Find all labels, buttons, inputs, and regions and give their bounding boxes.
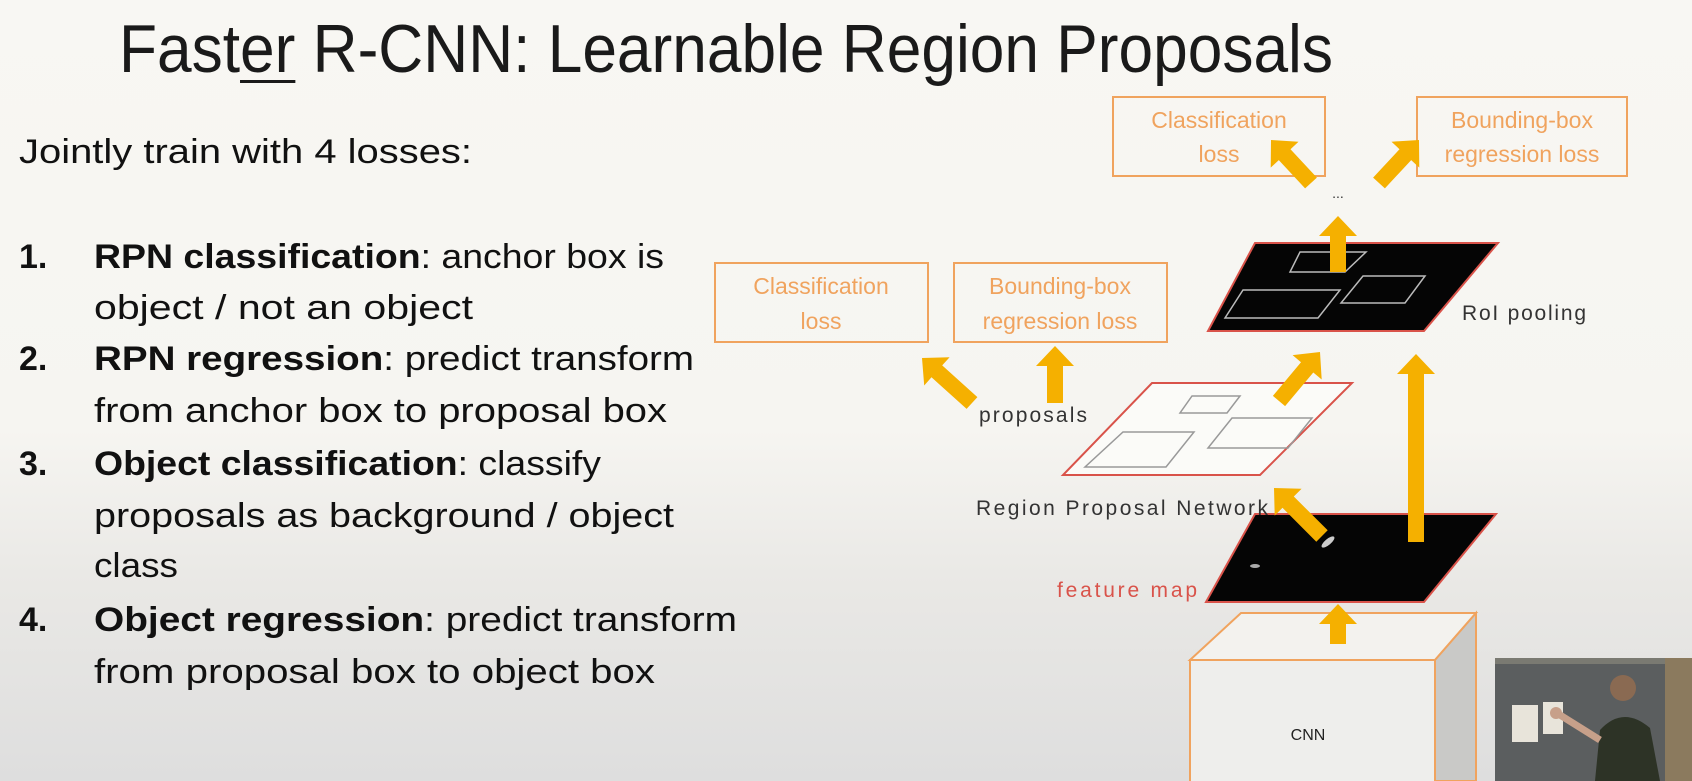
arrow-icon — [1373, 140, 1420, 189]
rpn-label: Region Proposal Network — [976, 497, 1269, 520]
mid-bbox-loss-box: Bounding-box regression loss — [953, 262, 1168, 343]
arrow-icon — [1319, 604, 1357, 644]
loss-label: Classification — [1151, 107, 1287, 133]
intro-text: Jointly train with 4 losses: — [19, 133, 472, 171]
arrow-icon — [1272, 352, 1322, 407]
item-text: : predict transform — [424, 601, 737, 639]
item-term: Object classification — [94, 445, 458, 483]
arrow-icon — [922, 357, 978, 409]
arrow-icon — [1036, 346, 1074, 403]
item-number: 2. — [19, 340, 48, 378]
list-item-line: Object classification: classify — [94, 444, 601, 484]
title-part: Fast — [119, 11, 241, 87]
speaker-webcam-inset — [1495, 658, 1692, 781]
item-number: 3. — [19, 445, 48, 483]
item-term: RPN regression — [94, 340, 384, 378]
arrow-icon — [1274, 488, 1328, 542]
arrow-icon — [1319, 216, 1357, 272]
list-item-line: object / not an object — [94, 289, 473, 327]
item-text: : classify — [457, 445, 601, 483]
item-term: RPN classification — [94, 238, 421, 276]
loss-label: Bounding-box — [989, 273, 1131, 299]
top-classification-loss-box: Classification loss — [1112, 96, 1326, 177]
loss-label: regression loss — [983, 308, 1138, 334]
list-item-line: from proposal box to object box — [94, 653, 655, 691]
item-term: Object regression — [94, 601, 425, 639]
mid-classification-loss-box: Classification loss — [714, 262, 929, 343]
loss-label: Bounding-box — [1451, 107, 1593, 133]
list-item-line: class — [94, 547, 178, 585]
top-bbox-loss-box: Bounding-box regression loss — [1416, 96, 1628, 177]
proposals-label: proposals — [979, 404, 1087, 427]
slide-title: Faster R-CNN: Learnable Region Proposals — [119, 12, 1333, 86]
list-item-line: from anchor box to proposal box — [94, 392, 667, 430]
item-number: 4. — [19, 601, 48, 639]
item-text: : predict transform — [383, 340, 694, 378]
feature-map-plane: feature map — [1057, 513, 1499, 603]
loss-label: regression loss — [1445, 141, 1600, 167]
list-item-line: RPN classification: anchor box is — [94, 237, 664, 277]
cnn-label: CNN — [1291, 727, 1326, 744]
list-item-line: Object regression: predict transform — [94, 600, 737, 640]
arrow-icon — [1397, 354, 1435, 542]
loss-label: loss — [1199, 141, 1240, 167]
loss-label: Classification — [753, 273, 889, 299]
roi-pooling-label: RoI pooling — [1462, 302, 1586, 325]
title-part: R-CNN: Learnable Region Proposals — [295, 11, 1333, 87]
title-emphasis: er — [240, 11, 296, 87]
arrows — [922, 140, 1435, 644]
feature-map-label: feature map — [1057, 579, 1197, 602]
proposals-plane: proposals — [979, 382, 1355, 476]
ellipsis: ... — [1332, 185, 1344, 201]
arrow-icon — [1270, 140, 1317, 189]
list-item-line: proposals as background / object — [94, 497, 674, 535]
item-text: : anchor box is — [420, 238, 664, 276]
loss-label: loss — [801, 308, 842, 334]
list-item-line: RPN regression: predict transform — [94, 339, 694, 379]
roi-pooling-plane: RoI pooling — [1206, 242, 1586, 332]
item-number: 1. — [19, 238, 48, 276]
